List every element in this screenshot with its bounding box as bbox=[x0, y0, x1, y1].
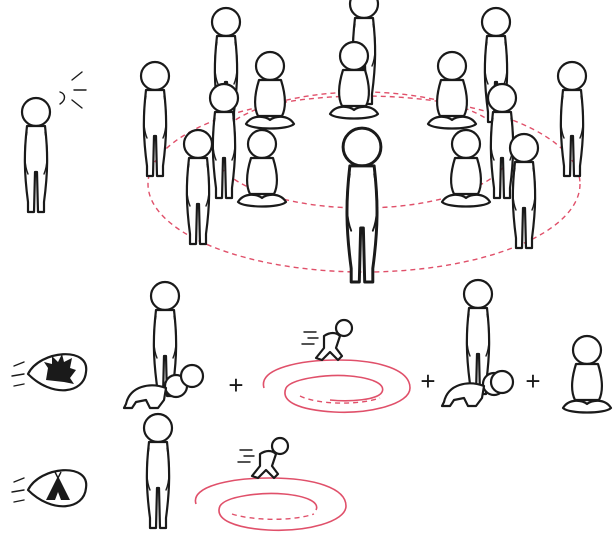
row2-step3 bbox=[442, 280, 513, 406]
hand-to-mouth bbox=[60, 92, 65, 104]
row1-leader bbox=[22, 72, 86, 212]
running-path bbox=[263, 360, 410, 412]
player-sitting bbox=[246, 52, 294, 129]
row1-game-circle bbox=[141, 0, 586, 282]
figure-head bbox=[181, 365, 203, 387]
figure-running bbox=[238, 438, 288, 478]
row2-step1 bbox=[124, 282, 203, 408]
row3-run-loop bbox=[195, 438, 346, 530]
player-walking bbox=[184, 130, 212, 244]
player-standing bbox=[210, 84, 238, 198]
plus-operator-1: + bbox=[228, 370, 243, 400]
running-path bbox=[195, 478, 346, 530]
figure-head bbox=[491, 371, 513, 393]
plus-operator-2: + bbox=[420, 366, 435, 396]
player-sitting bbox=[442, 130, 490, 207]
figure-standing bbox=[144, 414, 172, 528]
player-walking bbox=[510, 134, 538, 248]
plus-operator-3: + bbox=[525, 366, 540, 396]
row2-icon bbox=[12, 354, 86, 390]
player-sitting bbox=[238, 130, 286, 207]
row2-run-loop bbox=[263, 320, 410, 412]
figure-sitting bbox=[563, 336, 611, 413]
player-standing bbox=[141, 62, 169, 176]
player-standing bbox=[558, 62, 586, 176]
shout-lines bbox=[72, 72, 86, 108]
row3-icon bbox=[12, 470, 86, 506]
figure-running bbox=[302, 320, 352, 360]
player-sitting bbox=[428, 52, 476, 129]
player-center bbox=[343, 128, 381, 282]
